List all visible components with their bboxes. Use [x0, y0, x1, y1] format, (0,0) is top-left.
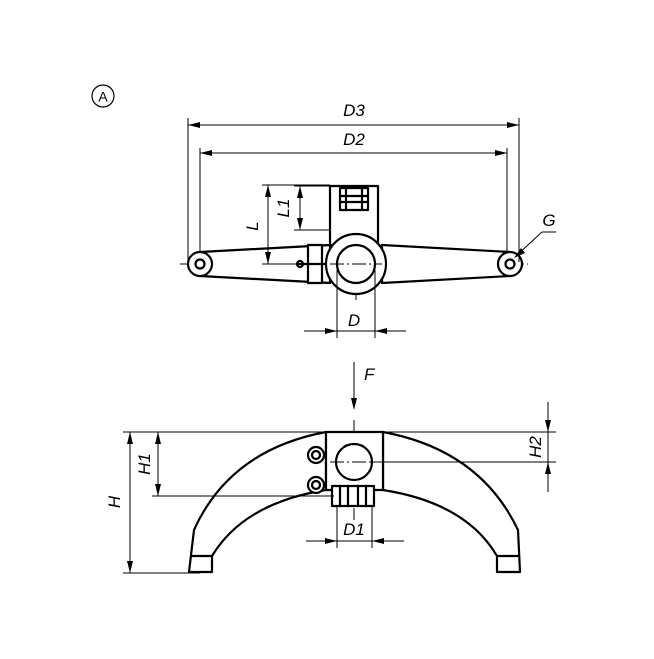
- dimension-H: H: [105, 431, 326, 574]
- label-L1: L1: [274, 199, 293, 218]
- dimension-G: G: [514, 211, 556, 258]
- label-H2: H2: [526, 436, 545, 458]
- label-F: F: [364, 365, 376, 384]
- label-L: L: [243, 221, 262, 230]
- dimension-H1: H1: [135, 432, 334, 497]
- dimension-D3: D3: [187, 101, 520, 262]
- arm-eye-left: [186, 250, 214, 278]
- arm-eye-right-hole: [504, 258, 516, 270]
- top-view: D3 D2 L L1: [180, 101, 556, 338]
- label-H1: H1: [135, 453, 154, 475]
- screw-hole-upper: [306, 445, 326, 465]
- dimension-H2: H2: [372, 402, 556, 492]
- view-marker: A: [91, 84, 115, 108]
- front-view: F: [105, 362, 556, 574]
- yoke-arm-right: [381, 430, 522, 574]
- view-marker-label: A: [98, 89, 108, 105]
- yoke-arm-left: [187, 430, 328, 574]
- dimension-D: D: [304, 270, 406, 338]
- arm-eye-right: [496, 250, 524, 278]
- dimension-L: L: [243, 184, 330, 265]
- screw-hole-lower: [306, 475, 326, 495]
- bottom-thumb-screw: [330, 484, 376, 508]
- dimension-D1: D1: [306, 506, 404, 548]
- dimension-L1: L1: [274, 185, 330, 231]
- label-G: G: [542, 211, 555, 230]
- label-H: H: [105, 495, 124, 508]
- dimension-D2: D2: [199, 130, 508, 252]
- label-D1: D1: [343, 520, 365, 539]
- arm-eye-left-hole: [194, 258, 206, 270]
- label-D2: D2: [343, 130, 365, 149]
- force-arrow-F: F: [351, 362, 376, 410]
- rear-thumb-screw: [338, 186, 370, 212]
- label-D: D: [348, 311, 360, 330]
- label-D3: D3: [343, 101, 365, 120]
- arm-right: [380, 243, 512, 285]
